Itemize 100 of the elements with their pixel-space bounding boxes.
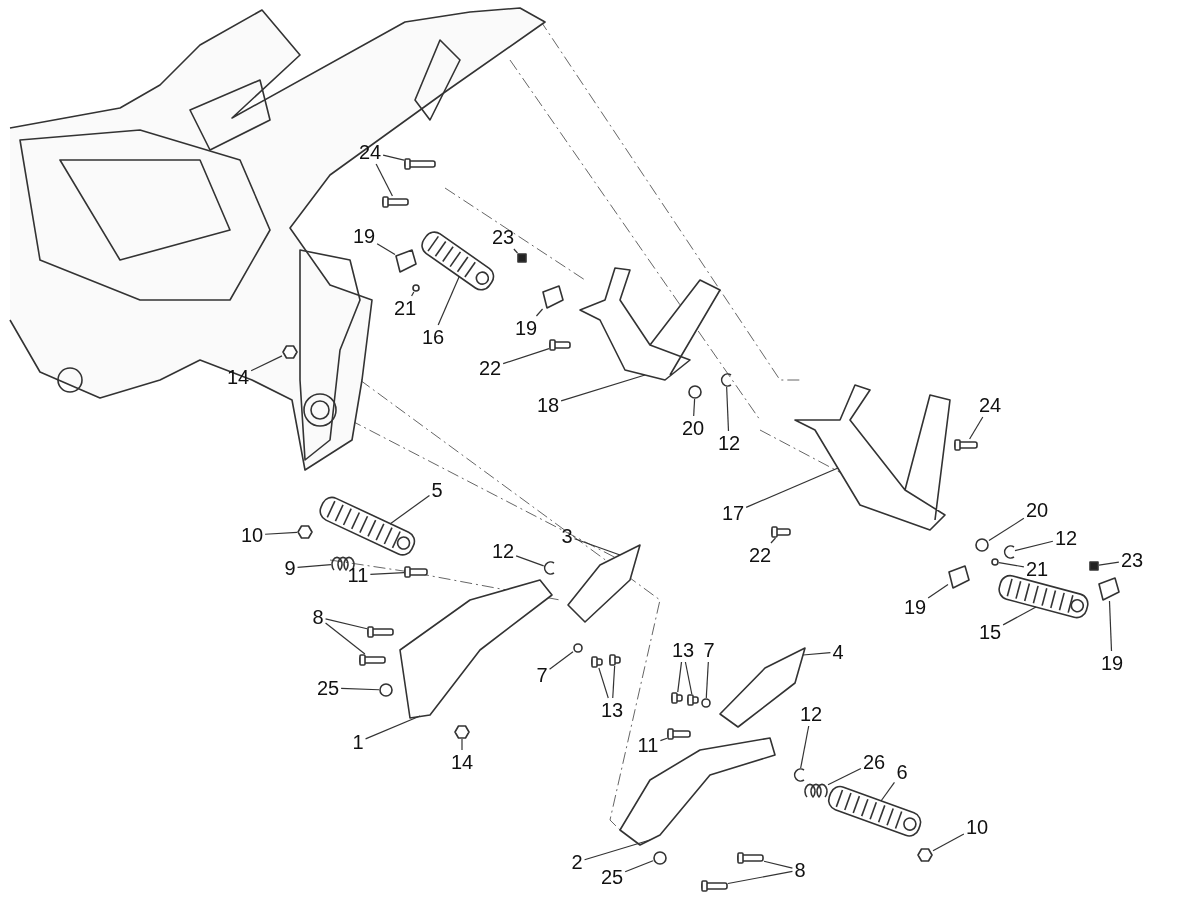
- ball: [991, 558, 999, 566]
- washer: [688, 385, 702, 399]
- callout-number: 25: [316, 677, 340, 699]
- mounting-plate: [948, 565, 970, 589]
- leader-line: [375, 163, 394, 197]
- pin: [549, 339, 571, 351]
- leader-line: [770, 537, 777, 544]
- footrest-bracket: [399, 579, 553, 719]
- leader-line: [624, 860, 654, 873]
- callout-number: 17: [721, 502, 745, 524]
- callout-number: 10: [965, 816, 989, 838]
- callout-number: 20: [1025, 499, 1049, 521]
- callout-number: 20: [681, 417, 705, 439]
- spring: [804, 783, 828, 798]
- callout-number: 18: [536, 394, 560, 416]
- leader-line: [763, 860, 794, 869]
- leader-line: [880, 781, 896, 802]
- leader-line: [684, 661, 693, 695]
- hanger-bracket: [579, 267, 721, 381]
- callout-number: 1: [352, 731, 364, 753]
- circlip: [793, 768, 805, 782]
- bolt: [701, 880, 728, 892]
- callout-number: 4: [832, 641, 844, 663]
- leader-line: [513, 248, 519, 254]
- leader-line: [548, 651, 574, 670]
- callout-number: 7: [703, 639, 715, 661]
- callout-number: 21: [1025, 558, 1049, 580]
- callout-number: 8: [312, 606, 324, 628]
- bolt: [954, 439, 978, 451]
- leader-line: [1014, 540, 1054, 552]
- callout-number: 2: [571, 851, 583, 873]
- spring: [1089, 561, 1099, 571]
- leader-line: [745, 467, 839, 508]
- washer: [573, 643, 583, 653]
- washer: [379, 683, 393, 697]
- bolt: [687, 694, 699, 706]
- circlip: [543, 561, 555, 575]
- heel-guard: [567, 544, 641, 623]
- callout-number: 22: [478, 357, 502, 379]
- callout-number: 8: [794, 859, 806, 881]
- leader-line: [573, 538, 621, 556]
- callout-number: 19: [352, 225, 376, 247]
- callout-number: 6: [896, 761, 908, 783]
- callout-number: 11: [347, 564, 369, 586]
- leader-line: [560, 374, 646, 402]
- leader-line: [1108, 600, 1113, 652]
- leader-line: [502, 348, 550, 365]
- bolt: [359, 654, 386, 666]
- callout-number: 9: [284, 557, 296, 579]
- callout-number: 23: [1120, 549, 1144, 571]
- callout-number: 24: [358, 141, 382, 163]
- bolt: [609, 654, 621, 666]
- leader-line: [1002, 606, 1037, 626]
- callout-number: 21: [393, 297, 417, 319]
- bolt: [591, 656, 603, 668]
- callout-number: 12: [799, 703, 823, 725]
- leader-line: [583, 839, 651, 861]
- nut: [297, 525, 313, 539]
- callout-number: 19: [514, 317, 538, 339]
- bolt: [367, 626, 394, 638]
- bolt: [737, 852, 764, 864]
- callout-number: 19: [903, 596, 927, 618]
- leader-line: [677, 661, 683, 693]
- callout-number: 12: [1054, 527, 1078, 549]
- bolt: [404, 158, 436, 170]
- mounting-plate: [542, 285, 564, 309]
- spring: [517, 253, 527, 263]
- leader-line: [382, 154, 405, 161]
- callout-number: 13: [671, 639, 695, 661]
- washer: [975, 538, 989, 552]
- pin: [667, 728, 691, 740]
- leader-line: [693, 398, 696, 417]
- leader-line: [598, 667, 609, 699]
- callout-number: 12: [491, 540, 515, 562]
- callout-number: 10: [240, 524, 264, 546]
- nut: [454, 725, 470, 739]
- leader-line: [324, 622, 366, 655]
- leader-line: [376, 243, 396, 256]
- callout-number: 3: [561, 525, 573, 547]
- hanger-bracket: [794, 384, 951, 531]
- leader-line: [411, 291, 415, 297]
- leader-line: [364, 715, 421, 740]
- washer: [701, 698, 711, 708]
- callout-number: 13: [600, 699, 624, 721]
- leader-line: [932, 833, 965, 852]
- leader-line: [998, 562, 1025, 568]
- leader-line: [969, 416, 984, 440]
- leader-line: [988, 517, 1025, 542]
- callout-number: 19: [1100, 652, 1124, 674]
- callout-number: 23: [491, 226, 515, 248]
- leader-line: [369, 572, 405, 575]
- callout-number: 16: [421, 326, 445, 348]
- leader-line: [535, 308, 544, 317]
- ball: [412, 284, 420, 292]
- callout-number: 14: [450, 751, 474, 773]
- leader-line: [659, 737, 668, 742]
- callout-number: 25: [600, 866, 624, 888]
- mounting-plate: [1098, 577, 1120, 601]
- circlip: [1003, 545, 1015, 559]
- leader-line: [802, 652, 832, 656]
